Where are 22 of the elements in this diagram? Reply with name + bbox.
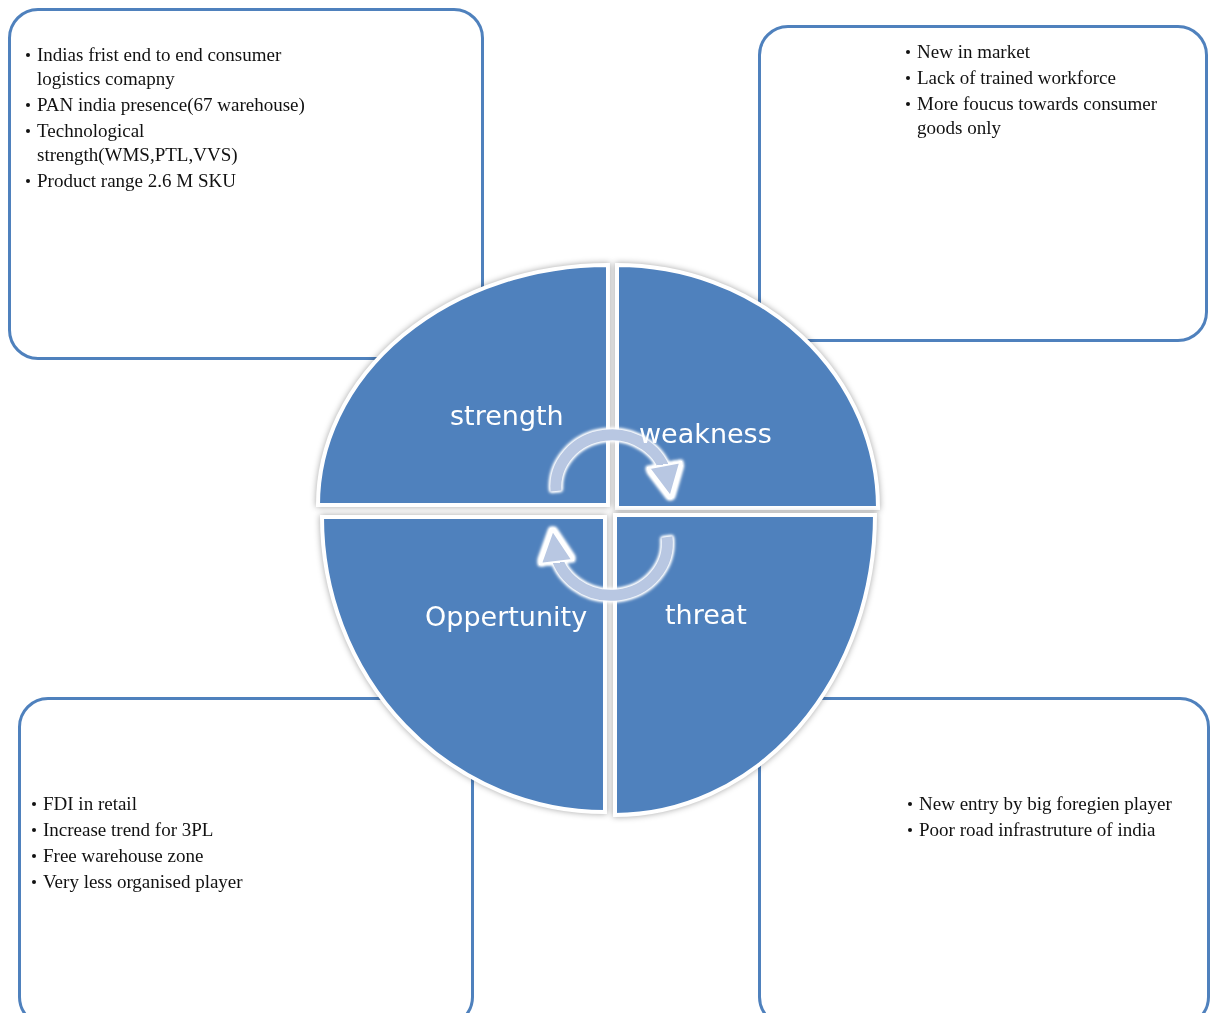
- bullet-item: Technological strength(WMS,PTL,VVS): [25, 119, 325, 167]
- bullet-item: Increase trend for 3PL: [31, 818, 411, 842]
- text-card: [18, 697, 474, 1013]
- bullet-item: Indias frist end to end consumer logistics comapny: [25, 43, 325, 91]
- bullet-item: More foucus towards consumer goods only: [905, 92, 1195, 140]
- text-card: [758, 697, 1210, 1013]
- cycle-arrow: [550, 429, 683, 501]
- quadrant-label: Oppertunity: [425, 601, 588, 632]
- bullet-item: New in market: [905, 40, 1195, 64]
- text-card: [8, 8, 484, 360]
- bullet-item: Poor road infrastruture of india: [907, 818, 1207, 842]
- bullet-item: Very less organised player: [31, 870, 411, 894]
- quadrant-label: threat: [665, 599, 747, 630]
- bullet-item: Free warehouse zone: [31, 844, 411, 868]
- bullet-item: Lack of trained workforce: [905, 66, 1195, 90]
- text-card: [758, 25, 1208, 342]
- bullet-item: New entry by big foregien player: [907, 792, 1207, 816]
- quadrant-label: weakness: [639, 418, 772, 449]
- bullet-item: FDI in retail: [31, 792, 411, 816]
- bullet-item: PAN india presence(67 warehouse): [25, 93, 325, 117]
- bullet-item: Product range 2.6 M SKU: [25, 169, 325, 193]
- quadrant-label: strength: [450, 400, 564, 431]
